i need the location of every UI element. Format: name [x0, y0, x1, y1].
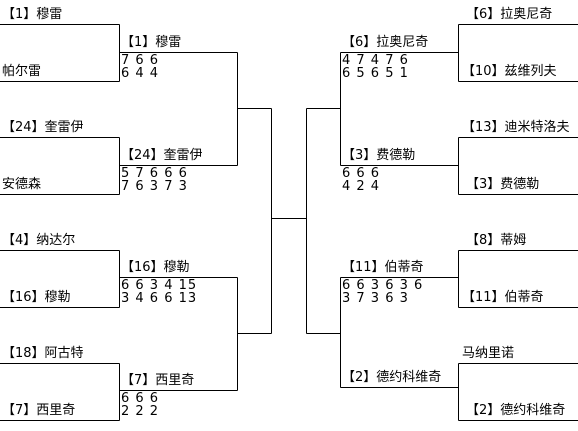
right-r2-match3-winner: 【11】伯蒂奇	[342, 260, 424, 275]
right-r1-match1-bottom-player: 【10】兹维列夫	[462, 64, 557, 79]
right-r1-match3-bottom-player: 【11】伯蒂奇	[462, 290, 544, 305]
left-r2-match2-score1: 5 7 6 6 6	[121, 166, 188, 181]
right-r1-match2-top-player: 【13】迪米特洛夫	[462, 120, 570, 135]
right-r2-match3-score1: 6 6 3 6 3 6	[342, 278, 424, 293]
right-r2-match1-score2: 6 5 6 5 1	[342, 66, 409, 81]
left-r2-match2-score2: 7 6 3 7 3	[121, 179, 188, 194]
left-r2-match4-score2: 2 2 2	[121, 404, 160, 419]
left-r1-match3-top-player: 【4】纳达尔	[2, 233, 76, 248]
left-r1-match3-bottom-player: 【16】穆勒	[2, 290, 71, 305]
right-r2-match2-score2: 4 2 4	[342, 179, 381, 194]
right-r2-match2-winner: 【3】费德勒	[342, 148, 416, 163]
left-r2-match3-winner: 【16】穆勒	[121, 260, 190, 275]
left-r1-match4-bottom-player: 【7】西里奇	[2, 403, 76, 418]
left-r2-match3-score2: 3 4 6 6 13	[121, 291, 198, 306]
left-r2-match1-winner: 【1】穆雷	[121, 35, 182, 50]
left-r1-match1-top-player: 【1】穆雷	[2, 7, 63, 22]
left-r2-match3-score1: 6 6 3 4 15	[121, 278, 198, 293]
right-r1-match3-top-player: 【8】蒂姆	[466, 233, 527, 248]
right-r1-match4-bottom-player: 【2】德约科维奇	[466, 403, 566, 418]
left-r2-match1-score2: 6 4 4	[121, 66, 160, 81]
left-r2-match4-score1: 6 6 6	[121, 391, 160, 406]
left-r1-match4-top-player: 【18】阿古特	[2, 346, 84, 361]
right-r1-match4-top-player: 马纳里诺	[462, 346, 515, 361]
left-r2-match4-winner: 【7】西里奇	[121, 373, 195, 388]
left-r1-match2-top-player: 【24】奎雷伊	[2, 120, 84, 135]
right-r2-match2-score1: 6 6 6	[342, 166, 381, 181]
left-r2-match2-winner: 【24】奎雷伊	[121, 148, 203, 163]
right-r2-match1-score1: 4 7 4 7 6	[342, 53, 409, 68]
left-r1-match2-bottom-player: 安德森	[2, 177, 42, 192]
right-r1-match1-top-player: 【6】拉奥尼奇	[466, 7, 553, 22]
right-r1-match2-bottom-player: 【3】费德勒	[466, 177, 540, 192]
right-r2-match1-winner: 【6】拉奥尼奇	[342, 35, 429, 50]
left-r2-match1-score1: 7 6 6	[121, 53, 160, 68]
right-r2-match4-winner: 【2】德约科维奇	[342, 370, 442, 385]
right-r2-match3-score2: 3 7 3 6 3	[342, 291, 409, 306]
left-r1-match1-bottom-player: 帕尔雷	[2, 64, 42, 79]
